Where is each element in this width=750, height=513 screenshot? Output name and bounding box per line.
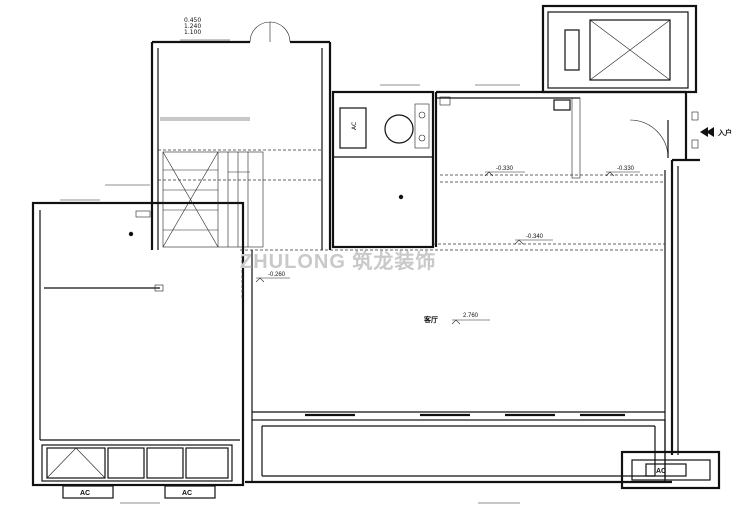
elevation-tags: 0.450 1.240 1.100	[60, 17, 520, 504]
level-markers: -0.260 -0.330 -0.330 -0.340 客厅 2.760	[255, 166, 640, 325]
outer-walls	[31, 4, 721, 490]
elev-tag-1: 0.450	[184, 17, 201, 24]
ac-labels: AC AC AC	[62, 468, 666, 499]
level-label-3: -0.330	[617, 166, 635, 172]
level-label-2: -0.330	[496, 166, 514, 172]
svg-text:AC: AC	[351, 122, 358, 130]
interior-details: AC	[41, 19, 711, 482]
level-label-4: -0.340	[526, 234, 544, 240]
elev-tag-2: 1.240	[184, 23, 201, 30]
ac-label-left: AC	[80, 490, 90, 497]
watermark: ZHULONG 筑龙装饰	[240, 249, 436, 273]
living-room-label: 客厅	[423, 315, 438, 324]
level-label-1: -0.260	[268, 272, 286, 278]
ac-label-utility: AC	[656, 468, 666, 475]
elev-tag-3: 1.100	[184, 29, 201, 36]
level-label-main: 2.760	[463, 313, 479, 319]
entrance-marker: 入户	[700, 127, 732, 137]
ac-label-mid: AC	[182, 490, 192, 497]
entrance-label: 入户	[717, 128, 732, 137]
